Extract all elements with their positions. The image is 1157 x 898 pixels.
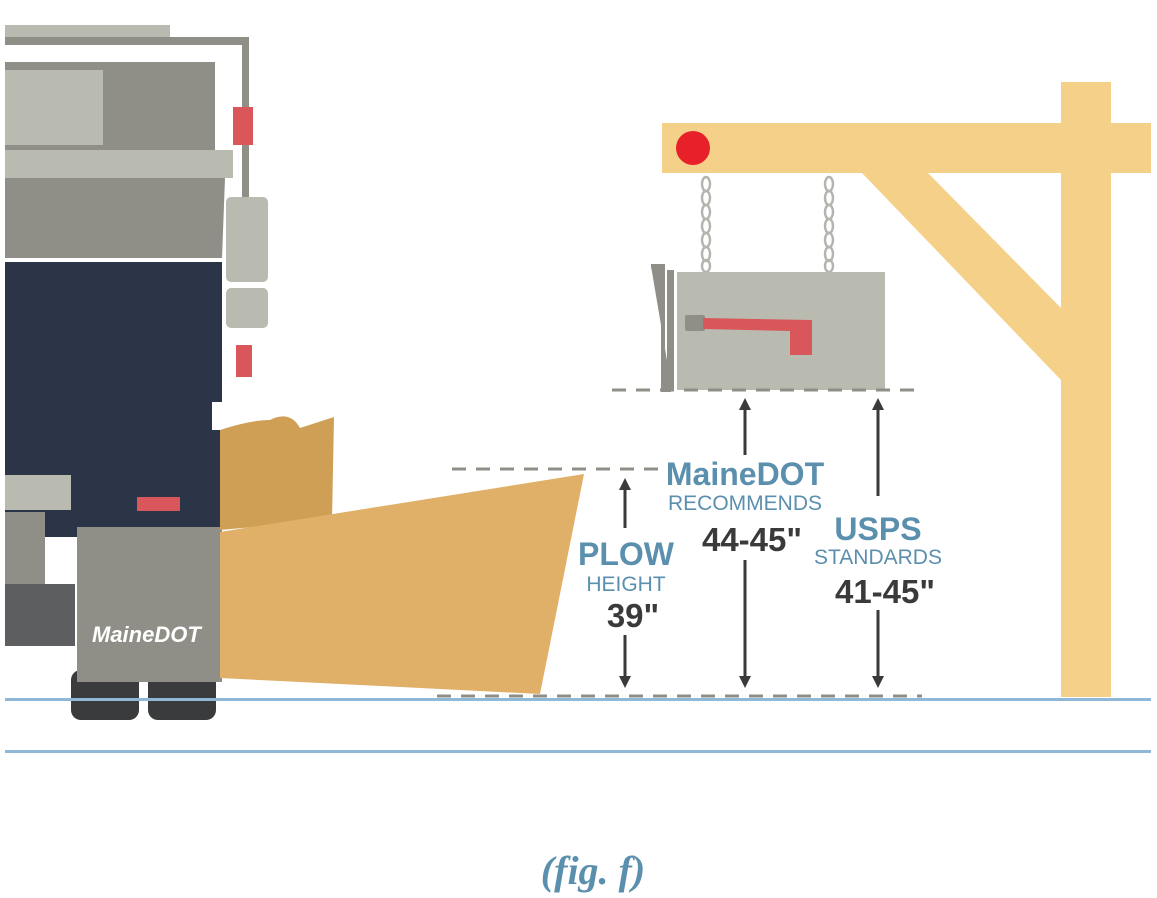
mailbox-door [651, 264, 674, 392]
post-vertical [1061, 82, 1111, 697]
truck-cab-panel [5, 70, 103, 145]
plow-value: 39" [607, 597, 659, 634]
truck-cab-frame [5, 37, 248, 45]
plow-moldboard [220, 474, 584, 694]
mainedot-subtitle: RECOMMENDS [668, 492, 822, 515]
chain-right [823, 175, 835, 274]
plow-wing [220, 416, 334, 530]
mailbox [651, 264, 885, 392]
usps-subtitle: STANDARDS [814, 546, 942, 569]
mailbox-flag-pivot [685, 315, 705, 331]
truck-cab-lower [5, 178, 225, 258]
figure-caption: (fig. f) [541, 848, 645, 893]
truck-body-notch [212, 402, 224, 430]
truck-wheel-right [148, 670, 216, 720]
mirror-light [236, 345, 252, 377]
mailbox-post [662, 82, 1151, 697]
mailbox-body [677, 272, 885, 390]
truck-wheel-left [71, 670, 139, 720]
truck-bumper [5, 475, 71, 510]
usps-value: 41-45" [835, 573, 935, 610]
ground-line-bottom [5, 750, 1151, 753]
mirror-lower [226, 288, 268, 328]
plow-height-label: PLOW HEIGHT 39" [578, 536, 675, 634]
usps-label: USPS STANDARDS 41-45" [814, 511, 942, 610]
plow-truck: MaineDOT [5, 25, 268, 720]
mainedot-value: 44-45" [702, 521, 802, 558]
truck-lower-frame [5, 584, 75, 646]
mirror-upper [226, 197, 268, 282]
mailbox-chains [700, 175, 835, 274]
truck-cab-top [5, 25, 170, 37]
post-crossarm [662, 123, 1151, 173]
plow-blade [220, 416, 584, 694]
measurement-arrows [619, 398, 884, 688]
truck-side-panel [5, 512, 45, 584]
post-brace [862, 173, 1061, 380]
plow-title: PLOW [578, 536, 675, 572]
plow-subtitle: HEIGHT [586, 573, 666, 596]
mailbox-flag [703, 318, 812, 355]
reference-lines [437, 388, 922, 698]
chain-left [700, 175, 712, 274]
mainedot-label: MaineDOT RECOMMENDS 44-45" [666, 456, 825, 558]
mirror-reflector [233, 107, 253, 145]
post-reflector [676, 131, 710, 165]
truck-cab-ledge [5, 150, 233, 178]
truck-logo: MaineDOT [92, 622, 202, 647]
usps-title: USPS [834, 511, 921, 547]
mainedot-title: MaineDOT [666, 456, 825, 492]
truck-mud-flap [77, 527, 222, 682]
ground-line-top [5, 698, 1151, 701]
truck-tail-light [137, 497, 180, 511]
